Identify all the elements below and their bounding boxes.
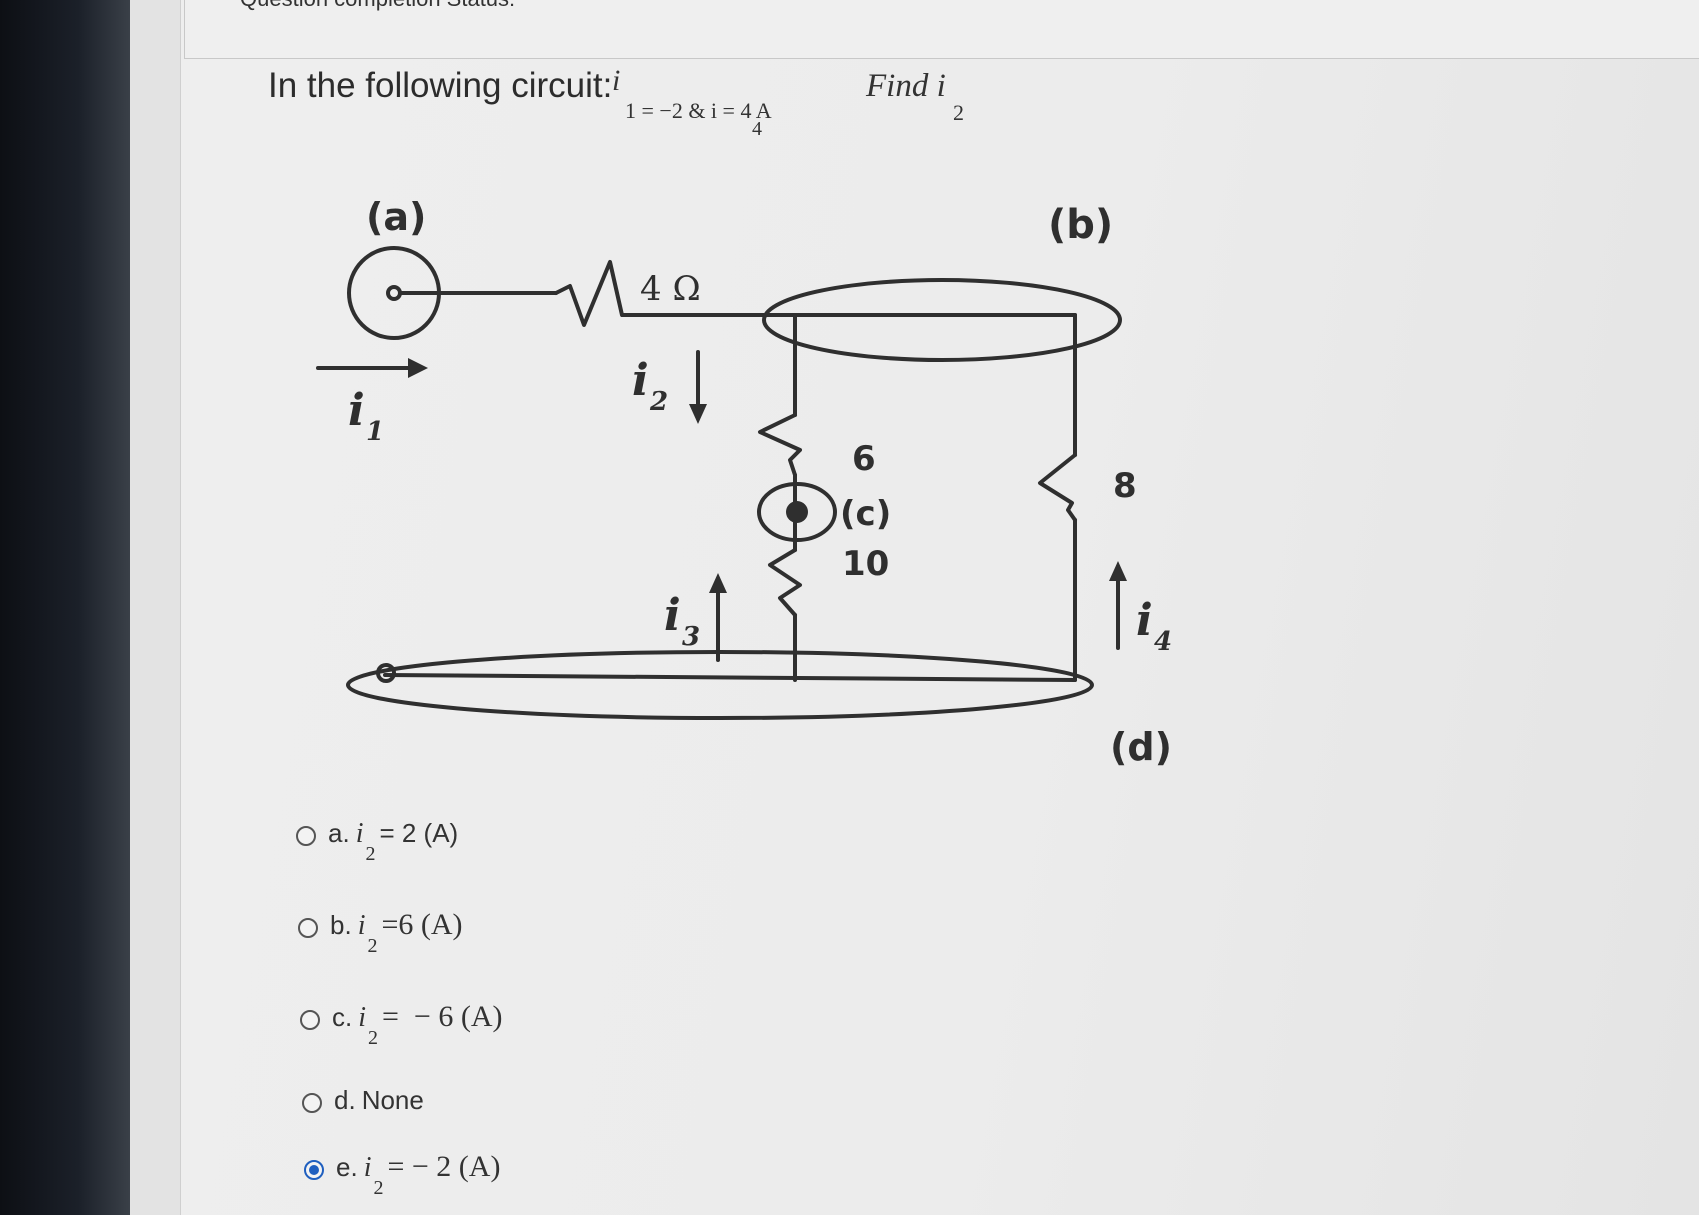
find-subscript: 2 bbox=[953, 100, 964, 125]
option-c-var: i bbox=[358, 1002, 367, 1033]
radio-option-d[interactable] bbox=[302, 1093, 322, 1113]
find-label: Find i bbox=[866, 68, 946, 104]
label-i1-sub: 1 bbox=[366, 417, 384, 447]
radio-option-a[interactable] bbox=[296, 826, 316, 846]
given-values: 1 = −2 & i = 4 A bbox=[625, 98, 772, 123]
label-i3-sub: 3 bbox=[682, 622, 700, 652]
label-i2-sub: 2 bbox=[649, 387, 668, 417]
question-text: In the following circuit: bbox=[268, 66, 613, 105]
label-6ohm: 6 bbox=[852, 439, 876, 479]
option-a-sub: 2 bbox=[365, 843, 376, 865]
option-c-sub: 2 bbox=[368, 1027, 379, 1049]
label-i4: i bbox=[1136, 595, 1153, 646]
radio-option-c[interactable] bbox=[300, 1010, 320, 1030]
option-c[interactable]: c. i 2 = − 6 (A) bbox=[300, 1000, 503, 1049]
option-e-value: = − 2 (A) bbox=[387, 1150, 501, 1183]
label-8ohm: 8 bbox=[1113, 466, 1137, 506]
monitor-bezel bbox=[0, 0, 130, 1215]
wire-bottom bbox=[383, 673, 1077, 682]
option-b-sub: 2 bbox=[367, 935, 378, 957]
label-i1: i bbox=[348, 385, 365, 436]
option-d[interactable]: d. None bbox=[302, 1085, 424, 1116]
label-node-c: (c) bbox=[840, 494, 891, 534]
label-node-b: (b) bbox=[1048, 202, 1113, 248]
radio-option-e[interactable] bbox=[304, 1160, 324, 1180]
option-b[interactable]: b. i 2 =6 (A) bbox=[298, 908, 463, 957]
option-a-value: = 2 (A) bbox=[379, 818, 459, 848]
label-node-a: (a) bbox=[366, 195, 426, 239]
status-panel bbox=[184, 0, 1699, 59]
resistor-6ohm bbox=[758, 413, 802, 477]
option-e-letter: e. bbox=[336, 1152, 358, 1182]
given-current-symbol: i bbox=[612, 64, 621, 97]
option-e-var: i bbox=[363, 1152, 372, 1183]
label-10ohm: 10 bbox=[842, 544, 889, 584]
option-b-value: =6 (A) bbox=[381, 908, 463, 941]
resistor-10ohm bbox=[768, 548, 802, 617]
arrow-i3-head bbox=[709, 573, 727, 593]
radio-option-b[interactable] bbox=[298, 918, 318, 938]
arrow-i4-head bbox=[1109, 561, 1127, 581]
left-sidebar bbox=[130, 0, 181, 1215]
option-d-value: None bbox=[361, 1085, 424, 1115]
option-b-letter: b. bbox=[330, 910, 352, 940]
option-c-letter: c. bbox=[332, 1002, 353, 1032]
option-c-value: = − 6 (A) bbox=[382, 1000, 503, 1033]
node-d-ellipse bbox=[346, 650, 1094, 720]
label-4ohm: 4 Ω bbox=[640, 269, 701, 309]
option-a-var: i bbox=[355, 818, 364, 849]
given-i4-subscript: 4 bbox=[752, 118, 762, 140]
option-e[interactable]: e. i 2 = − 2 (A) bbox=[304, 1150, 501, 1199]
option-b-var: i bbox=[357, 910, 366, 941]
resistor-8ohm bbox=[1038, 453, 1077, 522]
option-d-letter: d. bbox=[334, 1085, 356, 1115]
node-d-terminal bbox=[376, 663, 396, 683]
content-area bbox=[181, 0, 1699, 1215]
arrow-i1-head bbox=[408, 358, 428, 378]
label-node-d: (d) bbox=[1110, 725, 1172, 769]
option-a[interactable]: a. i 2 = 2 (A) bbox=[296, 818, 459, 865]
label-i2: i bbox=[632, 355, 649, 406]
option-a-letter: a. bbox=[328, 818, 350, 848]
label-i3: i bbox=[664, 590, 681, 641]
arrow-i2-head bbox=[689, 404, 707, 424]
status-heading: Question completion Status: bbox=[240, 0, 515, 12]
node-b-ellipse bbox=[762, 278, 1122, 362]
option-e-sub: 2 bbox=[373, 1177, 384, 1199]
label-i4-sub: 4 bbox=[1154, 627, 1172, 657]
node-c-dot bbox=[786, 501, 808, 523]
